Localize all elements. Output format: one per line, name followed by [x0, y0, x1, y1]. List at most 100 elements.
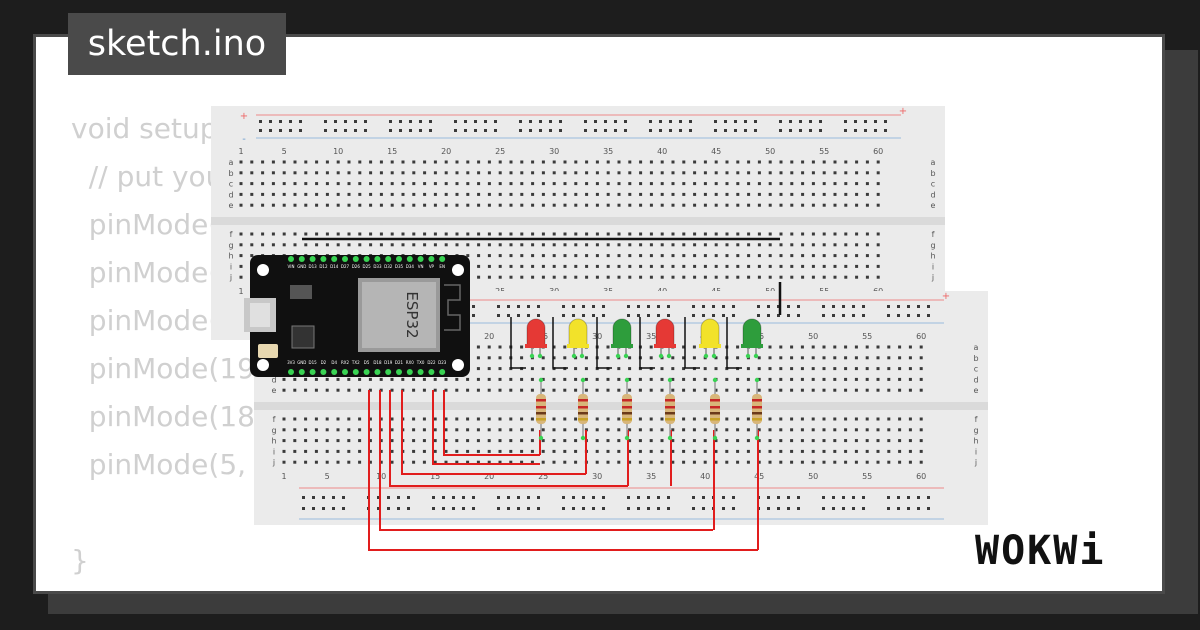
hole	[768, 275, 772, 279]
hole	[606, 264, 610, 268]
hole	[919, 449, 923, 453]
hole	[271, 171, 275, 175]
pin-label: D34	[406, 264, 415, 269]
hole	[444, 449, 448, 453]
rail-hole	[289, 120, 292, 123]
hole	[671, 275, 675, 279]
hole	[563, 417, 567, 421]
hole	[433, 182, 437, 186]
rail-hole	[429, 129, 432, 132]
hole	[541, 439, 545, 443]
hole	[714, 203, 718, 207]
breadboard-divider	[211, 217, 945, 225]
hole	[520, 232, 524, 236]
row-letter: b	[973, 354, 978, 363]
hole	[660, 203, 664, 207]
row-letter: j	[229, 273, 232, 282]
hole	[347, 203, 351, 207]
file-tab[interactable]: sketch.ino	[68, 13, 286, 75]
hole	[336, 232, 340, 236]
hole	[725, 449, 729, 453]
hole	[747, 203, 751, 207]
resistor-pin	[538, 435, 544, 441]
hole	[617, 192, 621, 196]
hole	[736, 275, 740, 279]
hole	[833, 377, 837, 381]
hole	[660, 171, 664, 175]
row-letter: g	[271, 426, 276, 435]
rail-hole	[582, 314, 585, 317]
pin-label: D33	[373, 264, 382, 269]
resistor-pin	[580, 435, 586, 441]
hole	[606, 171, 610, 175]
pin-label: D25	[363, 264, 372, 269]
hole	[476, 377, 480, 381]
hole	[314, 388, 318, 392]
led-pin	[579, 353, 585, 359]
hole	[736, 356, 740, 360]
hole	[422, 417, 426, 421]
hole	[876, 232, 880, 236]
rail-hole	[852, 507, 855, 510]
hole	[747, 243, 751, 247]
rail-hole	[822, 496, 825, 499]
hole	[509, 160, 513, 164]
led-yellow	[568, 318, 588, 347]
hole	[790, 460, 794, 464]
hole	[790, 243, 794, 247]
hole	[757, 232, 761, 236]
hole	[811, 275, 815, 279]
hole	[639, 171, 643, 175]
hole	[552, 254, 556, 258]
rail-hole	[399, 129, 402, 132]
hole	[671, 356, 675, 360]
hole	[509, 449, 513, 453]
hole	[563, 182, 567, 186]
hole	[833, 345, 837, 349]
resistor-pin	[754, 377, 760, 383]
hole	[358, 377, 362, 381]
hole	[552, 232, 556, 236]
hole	[876, 243, 880, 247]
hole	[919, 428, 923, 432]
hole	[336, 460, 340, 464]
board-pin	[309, 369, 316, 375]
hole	[617, 275, 621, 279]
hole	[563, 203, 567, 207]
rail-hole	[714, 120, 717, 123]
hole	[876, 417, 880, 421]
hole	[379, 428, 383, 432]
hole	[887, 356, 891, 360]
hole	[714, 264, 718, 268]
hole	[358, 428, 362, 432]
rail-hole	[419, 120, 422, 123]
rail-hole	[917, 305, 920, 308]
column-number: 50	[808, 472, 818, 481]
pin-label: GND	[297, 264, 306, 269]
column-number: 30	[549, 147, 559, 156]
board-pin	[385, 256, 392, 262]
rail-hole	[474, 129, 477, 132]
hole	[768, 449, 772, 453]
pin-label: D26	[352, 264, 361, 269]
hole	[682, 388, 686, 392]
hole	[747, 160, 751, 164]
rail-hole	[832, 507, 835, 510]
led-pin	[703, 353, 709, 359]
hole	[476, 356, 480, 360]
hole	[584, 356, 588, 360]
hole	[768, 460, 772, 464]
hole	[682, 460, 686, 464]
hole	[757, 377, 761, 381]
hole	[477, 160, 481, 164]
rail-hole	[454, 120, 457, 123]
hole	[736, 254, 740, 258]
hole	[703, 275, 707, 279]
led-ground-wire	[510, 317, 526, 369]
hole	[304, 203, 308, 207]
hole	[509, 439, 513, 443]
hole	[703, 428, 707, 432]
hole	[293, 449, 297, 453]
hole	[325, 203, 329, 207]
row-letter: d	[271, 375, 276, 384]
